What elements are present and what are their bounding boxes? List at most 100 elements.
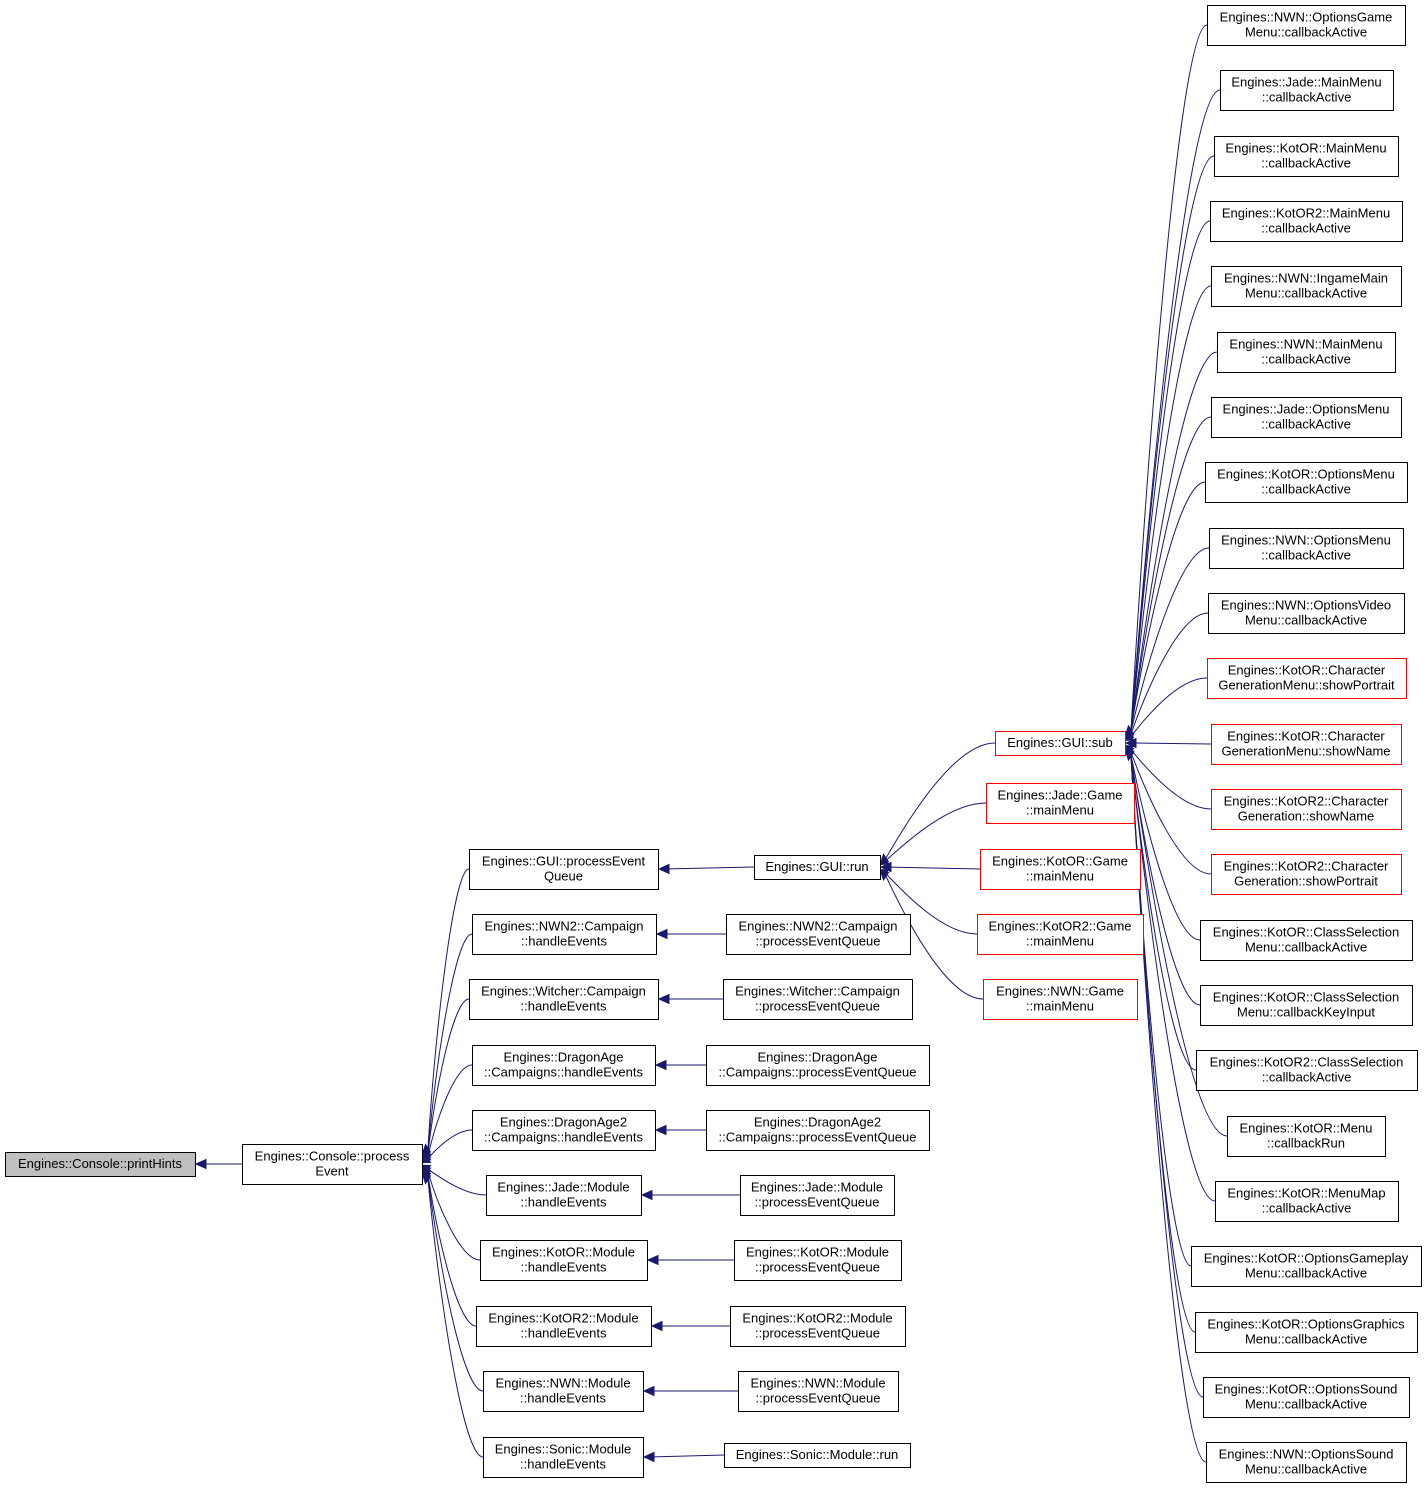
node-r5[interactable]: Engines::NWN::IngameMainMenu::callbackAc… <box>1211 266 1402 307</box>
node-label: Engines::NWN2::Campaign <box>485 919 644 934</box>
node-box <box>1205 462 1408 503</box>
node-r19[interactable]: Engines::KotOR::MenuMap::callbackActive <box>1215 1181 1399 1222</box>
edge-jade_he-to-processEvent <box>427 1168 487 1196</box>
node-nwn_peq[interactable]: Engines::NWN::Module::processEventQueue <box>738 1371 899 1412</box>
node-da_peq[interactable]: Engines::DragonAge::Campaigns::processEv… <box>706 1045 930 1086</box>
node-nwn2_he[interactable]: Engines::NWN2::Campaign::handleEvents <box>472 914 657 955</box>
node-witcher_peq[interactable]: Engines::Witcher::Campaign::processEvent… <box>723 979 913 1020</box>
node-r11[interactable]: Engines::KotOR::CharacterGenerationMenu:… <box>1207 658 1407 699</box>
node-sonic_run[interactable]: Engines::Sonic::Module::run <box>724 1443 911 1468</box>
node-box <box>472 1110 656 1151</box>
node-jade_peq[interactable]: Engines::Jade::Module::processEventQueue <box>740 1175 895 1216</box>
node-box <box>469 849 659 890</box>
node-r15[interactable]: Engines::KotOR::ClassSelectionMenu::call… <box>1200 920 1413 961</box>
node-r21[interactable]: Engines::KotOR::OptionsGraphicsMenu::cal… <box>1195 1312 1418 1353</box>
node-r7[interactable]: Engines::Jade::OptionsMenu::callbackActi… <box>1211 397 1402 438</box>
node-jade_he[interactable]: Engines::Jade::Module::handleEvents <box>486 1175 642 1216</box>
node-label: Engines::DragonAge2 <box>754 1115 881 1130</box>
node-box <box>1211 789 1402 830</box>
node-label: Engines::KotOR::Character <box>1227 729 1385 744</box>
node-r14[interactable]: Engines::KotOR2::CharacterGeneration::sh… <box>1211 854 1402 895</box>
node-da2_peq[interactable]: Engines::DragonAge2::Campaigns::processE… <box>706 1110 930 1151</box>
node-kotor_peq[interactable]: Engines::KotOR::Module::processEventQueu… <box>734 1240 902 1281</box>
node-label: Menu::callbackActive <box>1245 286 1367 301</box>
node-jade_mm[interactable]: Engines::Jade::Game::mainMenu <box>986 783 1135 824</box>
node-r20[interactable]: Engines::KotOR::OptionsGameplayMenu::cal… <box>1191 1246 1422 1287</box>
node-r4[interactable]: Engines::KotOR2::MainMenu::callbackActiv… <box>1210 201 1403 242</box>
node-r16[interactable]: Engines::KotOR::ClassSelectionMenu::call… <box>1200 985 1413 1026</box>
node-box <box>706 1045 930 1086</box>
node-label: Engines::GUI::sub <box>1007 735 1113 750</box>
node-label: ::handleEvents <box>520 1326 607 1341</box>
node-box <box>983 979 1138 1020</box>
node-box <box>1208 593 1405 634</box>
edge-r7-to-gui_sub <box>1130 416 1212 731</box>
edge-kotor2_he-to-processEvent <box>427 1174 477 1327</box>
node-r8[interactable]: Engines::KotOR::OptionsMenu::callbackAct… <box>1205 462 1408 503</box>
node-label: Engines::KotOR::Module <box>492 1245 635 1260</box>
node-box <box>242 1144 423 1185</box>
node-gui_peq[interactable]: Engines::GUI::processEventQueue <box>469 849 659 890</box>
node-label: Engines::Jade::Module <box>497 1180 629 1195</box>
node-r23[interactable]: Engines::NWN::OptionsSoundMenu::callback… <box>1206 1442 1407 1483</box>
edge-r5-to-gui_sub <box>1130 285 1212 731</box>
node-r9[interactable]: Engines::NWN::OptionsMenu::callbackActiv… <box>1209 528 1404 569</box>
node-gui_sub[interactable]: Engines::GUI::sub <box>995 731 1126 756</box>
node-box <box>1211 854 1402 895</box>
node-label: ::callbackActive <box>1261 548 1351 563</box>
node-processEvent[interactable]: Engines::Console::processEvent <box>242 1144 423 1185</box>
node-kotor_mm[interactable]: Engines::KotOR::Game::mainMenu <box>980 849 1141 890</box>
node-label: ::callbackActive <box>1261 156 1351 171</box>
node-label: Menu::callbackActive <box>1245 1332 1367 1347</box>
node-r13[interactable]: Engines::KotOR2::CharacterGeneration::sh… <box>1211 789 1402 830</box>
edge-r23-to-gui_sub <box>1130 755 1207 1463</box>
node-box <box>480 1240 648 1281</box>
node-nwn_he[interactable]: Engines::NWN::Module::handleEvents <box>483 1371 644 1412</box>
node-r18[interactable]: Engines::KotOR::Menu::callbackRun <box>1227 1116 1386 1157</box>
node-nwn2_peq[interactable]: Engines::NWN2::Campaign::processEventQue… <box>726 914 911 955</box>
edge-arrowhead <box>642 1451 655 1463</box>
edge-r8-to-gui_sub <box>1130 481 1206 731</box>
node-box <box>1211 724 1402 765</box>
node-box <box>1203 1377 1410 1418</box>
node-r22[interactable]: Engines::KotOR::OptionsSoundMenu::callba… <box>1203 1377 1410 1418</box>
node-box <box>483 1437 644 1478</box>
node-label: ::processEventQueue <box>755 1391 880 1406</box>
node-r12[interactable]: Engines::KotOR::CharacterGenerationMenu:… <box>1211 724 1402 765</box>
node-r3[interactable]: Engines::KotOR::MainMenu::callbackActive <box>1214 136 1399 177</box>
node-label: ::handleEvents <box>520 999 607 1014</box>
node-da2_he[interactable]: Engines::DragonAge2::Campaigns::handleEv… <box>472 1110 656 1151</box>
node-box <box>1227 1116 1386 1157</box>
node-r17[interactable]: Engines::KotOR2::ClassSelection::callbac… <box>1196 1050 1418 1091</box>
node-witcher_he[interactable]: Engines::Witcher::Campaign::handleEvents <box>469 979 659 1020</box>
node-label: ::Campaigns::processEventQueue <box>719 1065 917 1080</box>
node-box <box>738 1371 899 1412</box>
node-box <box>486 1175 642 1216</box>
node-r10[interactable]: Engines::NWN::OptionsVideoMenu::callback… <box>1208 593 1405 634</box>
node-kotor2_peq[interactable]: Engines::KotOR2::Module::processEventQue… <box>730 1306 906 1347</box>
node-label: ::callbackActive <box>1261 417 1351 432</box>
node-nwn_mm[interactable]: Engines::NWN::Game::mainMenu <box>983 979 1138 1020</box>
node-kotor2_mm[interactable]: Engines::KotOR2::Game::mainMenu <box>977 914 1144 955</box>
node-label: Engines::Jade::Game <box>997 788 1122 803</box>
node-da_he[interactable]: Engines::DragonAge::Campaigns::handleEve… <box>472 1045 656 1086</box>
node-label: Menu::callbackKeyInput <box>1237 1005 1375 1020</box>
edge-kotor_mm-to-gui_run <box>890 866 981 870</box>
node-gui_run[interactable]: Engines::GUI::run <box>754 855 881 880</box>
node-printHints[interactable]: Engines::Console::printHints <box>5 1152 196 1177</box>
edge-arrowhead <box>655 928 668 940</box>
node-r6[interactable]: Engines::NWN::MainMenu::callbackActive <box>1217 332 1396 373</box>
node-r1[interactable]: Engines::NWN::OptionsGameMenu::callbackA… <box>1207 5 1406 46</box>
node-kotor2_he[interactable]: Engines::KotOR2::Module::handleEvents <box>476 1306 652 1347</box>
node-kotor_he[interactable]: Engines::KotOR::Module::handleEvents <box>480 1240 648 1281</box>
node-sonic_he[interactable]: Engines::Sonic::Module::handleEvents <box>483 1437 644 1478</box>
node-label: ::processEventQueue <box>754 1195 879 1210</box>
node-label: Engines::KotOR::OptionsGameplay <box>1204 1251 1409 1266</box>
node-box <box>1210 201 1403 242</box>
node-box <box>1211 266 1402 307</box>
node-label: Engines::Console::printHints <box>18 1156 183 1171</box>
node-label: Engines::DragonAge <box>504 1050 624 1065</box>
node-r2[interactable]: Engines::Jade::MainMenu::callbackActive <box>1220 70 1394 111</box>
node-box <box>1206 1442 1407 1483</box>
